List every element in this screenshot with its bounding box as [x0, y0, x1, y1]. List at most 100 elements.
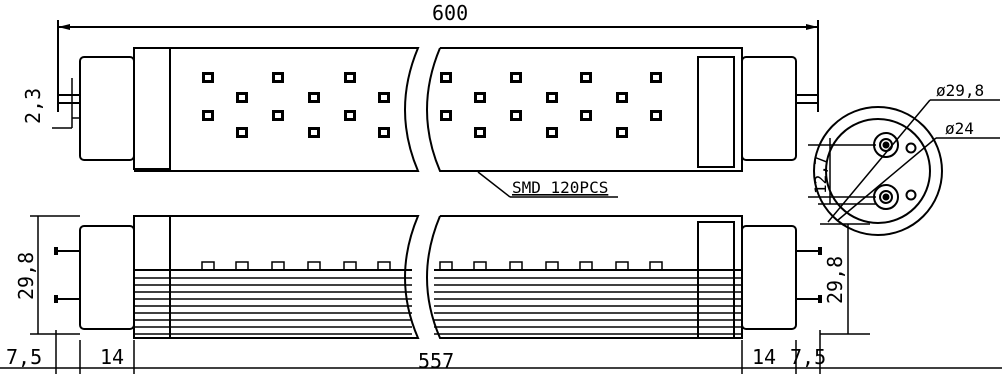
led-chip-die — [381, 130, 387, 135]
side-dimensions — [0, 215, 1002, 374]
tube-body-right — [426, 47, 743, 172]
led-chip — [440, 72, 452, 83]
side-led — [545, 261, 559, 271]
led-chip — [650, 110, 662, 121]
led-chip-die — [239, 95, 245, 100]
led-chip-die — [443, 75, 449, 80]
led-chip-die — [549, 130, 555, 135]
led-chip-die — [347, 113, 353, 118]
led-chip-die — [311, 130, 317, 135]
end-view — [808, 99, 1000, 236]
led-chip — [344, 72, 356, 83]
led-chip-die — [275, 113, 281, 118]
side-led — [579, 261, 593, 271]
led-chip-die — [513, 75, 519, 80]
led-chip — [202, 72, 214, 83]
side-end-cap-left — [79, 225, 135, 330]
led-chip — [580, 110, 592, 121]
label-pin-spacing: 2,3 — [21, 88, 45, 124]
led-chip — [510, 72, 522, 83]
led-chip-die — [653, 75, 659, 80]
side-led — [201, 261, 215, 271]
led-chip — [308, 92, 320, 103]
inner-circle — [825, 118, 931, 224]
led-chip-die — [477, 130, 483, 135]
led-chip — [546, 127, 558, 138]
led-chip-die — [513, 113, 519, 118]
led-chip — [272, 110, 284, 121]
led-chip-die — [275, 75, 281, 80]
led-chip-die — [311, 95, 317, 100]
side-led — [509, 261, 523, 271]
label-cap-right: 7,5 — [790, 345, 826, 369]
side-end-cap-right — [741, 225, 797, 330]
side-led — [377, 261, 391, 271]
led-chip — [474, 92, 486, 103]
side-tube-right — [426, 215, 743, 339]
cap-collar-left — [133, 47, 171, 170]
smd-leader — [477, 171, 511, 198]
end-cap-right — [741, 56, 797, 161]
label-end-right: 14 — [752, 345, 776, 369]
led-chip — [616, 127, 628, 138]
tube-body-left — [134, 47, 420, 172]
led-chip-die — [347, 75, 353, 80]
led-chip-grid — [202, 72, 662, 138]
led-chip-die — [477, 95, 483, 100]
label-height-right: 29,8 — [823, 256, 847, 304]
led-chip — [378, 92, 390, 103]
side-led — [307, 261, 321, 271]
label-total-length: 600 — [432, 1, 468, 25]
label-body-length: 557 — [418, 349, 454, 373]
led-chip-die — [653, 113, 659, 118]
led-chip — [344, 110, 356, 121]
led-chip — [510, 110, 522, 121]
led-chip — [474, 127, 486, 138]
led-chip — [272, 72, 284, 83]
label-height-left: 29,8 — [14, 252, 38, 300]
led-chip — [650, 72, 662, 83]
led-chip — [580, 72, 592, 83]
led-chip-die — [381, 95, 387, 100]
led-chip-die — [619, 95, 625, 100]
outer-circle — [813, 106, 943, 236]
side-led — [649, 261, 663, 271]
led-chip — [546, 92, 558, 103]
label-end-left: 14 — [100, 345, 124, 369]
side-led — [343, 261, 357, 271]
led-chip-die — [205, 75, 211, 80]
led-chip-die — [583, 75, 589, 80]
side-led-row — [201, 261, 663, 271]
label-inner-diameter: ø24 — [945, 119, 974, 138]
side-led — [271, 261, 285, 271]
side-led — [235, 261, 249, 271]
led-chip-die — [205, 113, 211, 118]
led-chip — [440, 110, 452, 121]
label-smd: SMD 120PCS — [512, 178, 608, 197]
side-led — [615, 261, 629, 271]
arrow-left — [58, 24, 70, 30]
led-chip-die — [239, 130, 245, 135]
led-chip — [616, 92, 628, 103]
led-chip — [378, 127, 390, 138]
led-chip — [236, 92, 248, 103]
top-view — [52, 20, 819, 198]
heatsink-fins — [134, 277, 742, 335]
led-chip — [202, 110, 214, 121]
side-led — [439, 261, 453, 271]
led-chip-die — [443, 113, 449, 118]
label-cap-left: 7,5 — [6, 345, 42, 369]
led-chip-die — [619, 130, 625, 135]
label-pin-gap: 12,7 — [811, 155, 830, 194]
label-outer-diameter: ø29,8 — [936, 81, 984, 100]
arrow-right — [806, 24, 818, 30]
led-chip — [236, 127, 248, 138]
led-chip-die — [583, 113, 589, 118]
led-chip-die — [549, 95, 555, 100]
end-cap-left — [79, 56, 135, 161]
led-chip — [308, 127, 320, 138]
cap-collar-right — [697, 56, 735, 168]
side-led — [473, 261, 487, 271]
